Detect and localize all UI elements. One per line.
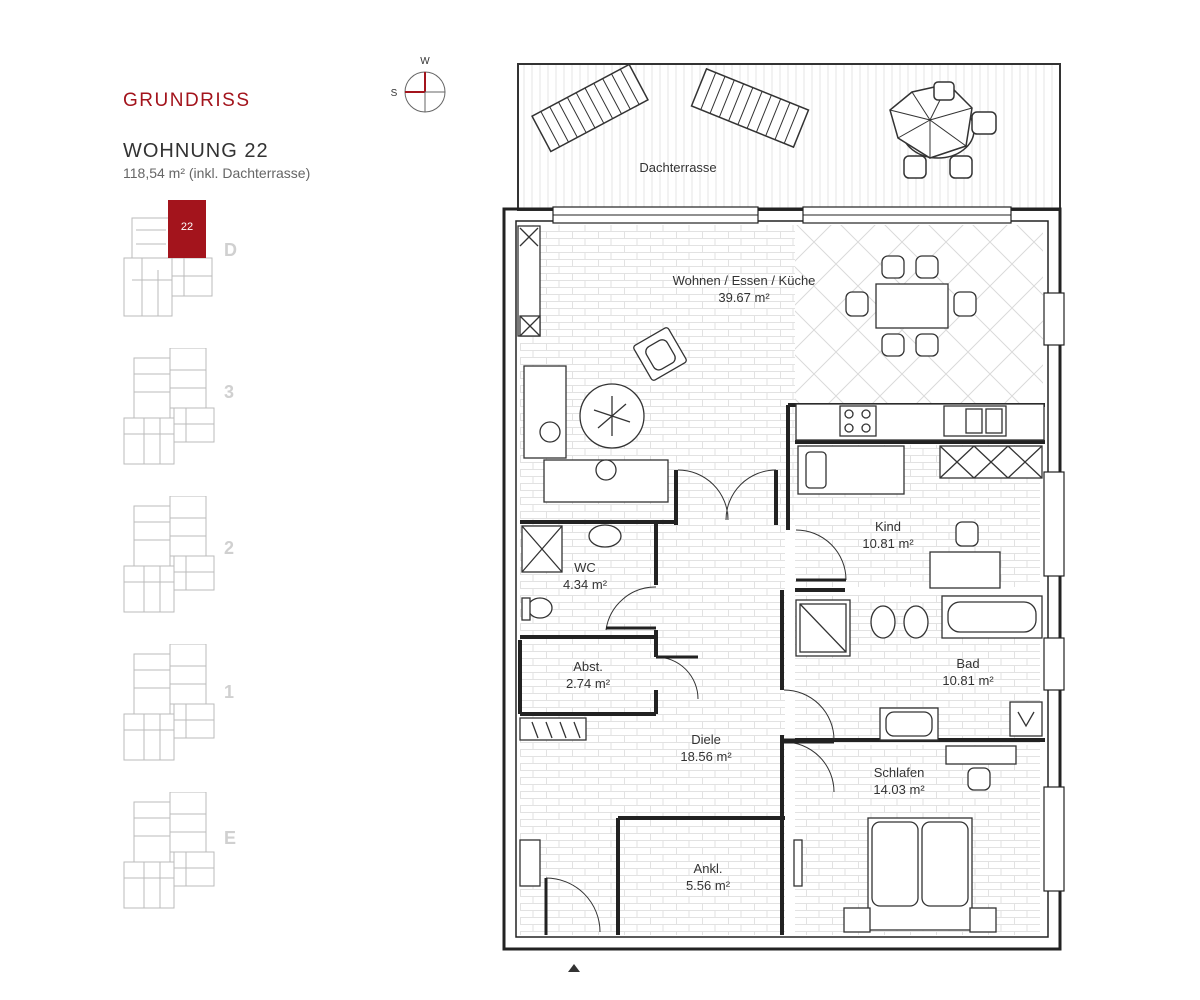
- room-area-abst: 2.74 m²: [566, 676, 611, 691]
- wc-fixtures: [521, 524, 622, 621]
- floor-label-d[interactable]: D: [224, 240, 237, 260]
- windows: [552, 206, 1065, 892]
- room-label-schlafen: Schlafen: [874, 765, 925, 780]
- room-label-ankl: Ankl.: [694, 861, 723, 876]
- room-area-schlafen: 14.03 m²: [873, 782, 925, 797]
- floor-thumb-d[interactable]: 22: [122, 200, 218, 320]
- floor-thumb-e-plan: [123, 791, 215, 909]
- room-area-bad: 10.81 m²: [942, 673, 994, 688]
- floor-thumb-d-plan: 22: [123, 200, 213, 317]
- floor-thumb-1-plan: [123, 643, 215, 761]
- sun-lounger-icon: [531, 63, 649, 153]
- floor-label-e[interactable]: E: [224, 828, 237, 848]
- room-area-kind: 10.81 m²: [862, 536, 914, 551]
- floor-thumb-2-plan: [123, 495, 215, 613]
- page-heading: GRUNDRISS: [123, 90, 251, 111]
- compass-west-label: W: [420, 56, 430, 67]
- room-area-wc: 4.34 m²: [563, 577, 608, 592]
- bad-fixtures: [795, 595, 1043, 741]
- unit-22-label: 22: [181, 221, 193, 233]
- unit-title: WOHNUNG 22: [123, 140, 269, 162]
- unit-area: 118,54 m² (inkl. Dachterrasse): [123, 165, 311, 181]
- sun-lounger-icon: [690, 67, 810, 149]
- room-label-wc: WC: [574, 560, 596, 575]
- room-label-dachterrasse: Dachterrasse: [639, 160, 716, 175]
- unit-22-highlight: [168, 200, 206, 258]
- dining-table-icon: [845, 255, 977, 357]
- floor-label-1[interactable]: 1: [224, 682, 235, 702]
- living-furniture: [517, 225, 687, 503]
- floor-thumb-3[interactable]: [122, 347, 218, 468]
- entrance-arrow-icon: [568, 964, 580, 972]
- room-area-ankl: 5.56 m²: [686, 878, 731, 893]
- room-area-wohnen: 39.67 m²: [718, 290, 770, 305]
- room-label-diele: Diele: [691, 732, 721, 747]
- room-label-kind: Kind: [875, 519, 901, 534]
- parasol-table-icon: [889, 81, 997, 179]
- floor-thumb-e[interactable]: [122, 791, 218, 912]
- room-label-wohnen: Wohnen / Essen / Küche: [673, 273, 816, 288]
- room-label-abst: Abst.: [573, 659, 603, 674]
- floor-thumb-3-plan: [123, 347, 215, 465]
- floor-thumb-1[interactable]: [122, 643, 218, 764]
- diele-furniture: [519, 717, 587, 887]
- terrace: Dachterrasse: [517, 63, 1061, 211]
- floor-thumb-2[interactable]: [122, 495, 218, 616]
- kind-furniture: [797, 445, 1043, 589]
- kitchen-counter: [795, 403, 1045, 441]
- compass-south-label: S: [391, 88, 398, 99]
- floor-label-3[interactable]: 3: [224, 382, 235, 402]
- outer-walls: [502, 207, 1062, 951]
- compass-icon: W S: [391, 56, 446, 113]
- floor-label-2[interactable]: 2: [224, 538, 235, 558]
- floor-plan: Dachterrasse: [502, 63, 1065, 972]
- schlafen-furniture: [793, 745, 1017, 933]
- room-label-bad: Bad: [956, 656, 979, 671]
- room-area-diele: 18.56 m²: [680, 749, 732, 764]
